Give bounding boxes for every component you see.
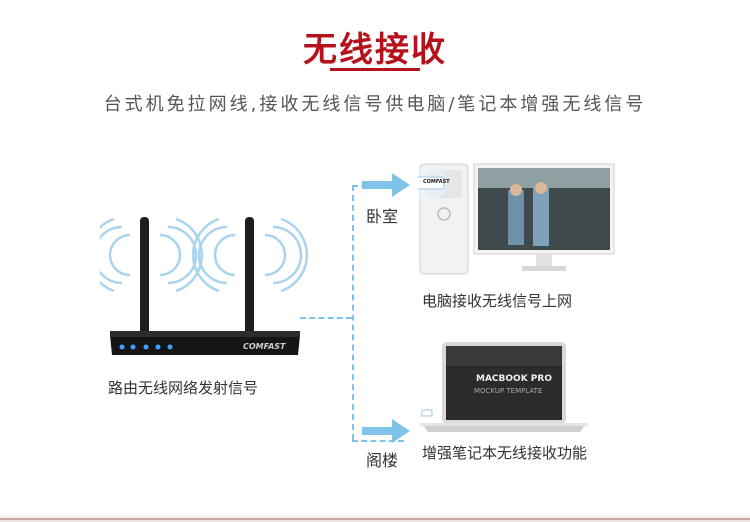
bedroom-label: 卧室: [366, 203, 398, 227]
title-underline: [330, 68, 420, 71]
desktop-pc-illustration: [418, 160, 618, 278]
desktop-caption: 电脑接收无线信号上网: [422, 290, 572, 311]
router-caption: 路由无线网络发射信号: [108, 377, 258, 398]
trunk-line: [352, 185, 354, 440]
router-brand: COMFAST: [243, 342, 285, 351]
page-subtitle: 台式机免拉网线,接收无线信号供电脑/笔记本增强无线信号: [0, 90, 750, 116]
page-title: 无线接收: [0, 22, 750, 71]
laptop-screen-title: MACBOOK PRO: [476, 374, 552, 384]
attic-arrow-icon: [360, 416, 412, 446]
attic-label: 阁楼: [366, 447, 398, 471]
bedroom-arrow-icon: [360, 170, 412, 200]
usb-adapter-brand: COMFAST: [423, 179, 450, 185]
signal-waves-icon: [100, 219, 307, 291]
antenna-right: [245, 217, 254, 342]
laptop-screen-subtitle: MOCKUP TEMPLATE: [474, 387, 542, 395]
antenna-left: [140, 217, 149, 342]
laptop-caption: 增强笔记本无线接收功能: [422, 442, 587, 463]
footer-line: [0, 518, 750, 520]
